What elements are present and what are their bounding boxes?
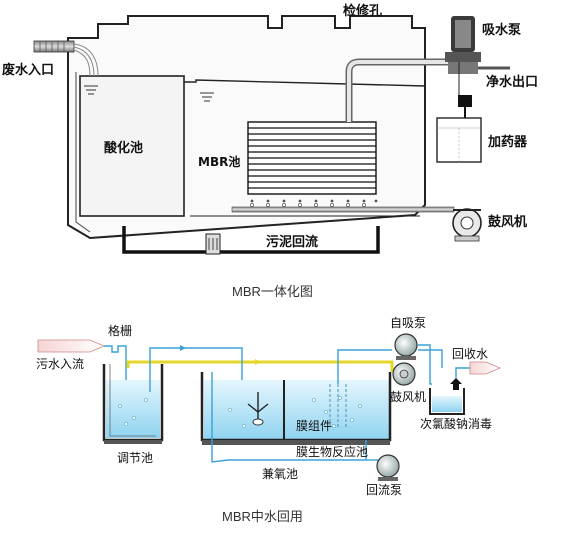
membrane-module-2 bbox=[329, 384, 347, 428]
label-membrane-module: 膜组件 bbox=[296, 419, 332, 433]
acidification-tank bbox=[79, 75, 185, 217]
label-membrane-bioreactor: 膜生物反应池 bbox=[296, 444, 368, 459]
label-reclaimed-water: 回收水 bbox=[452, 347, 488, 361]
mbr-integrated-diagram: 检修孔 吸水泵 废水入口 净水出口 酸化池 MBR池 加药器 鼓风机 污泥回流 … bbox=[2, 3, 538, 299]
label-wastewater-inlet: 废水入口 bbox=[2, 62, 54, 78]
label-acidification-tank: 酸化池 bbox=[104, 140, 143, 156]
sludge-return-pipe bbox=[122, 226, 380, 254]
sewage-inflow-arrow bbox=[37, 339, 106, 353]
wastewater-inlet-pipe bbox=[33, 40, 75, 53]
label-sewage-inflow: 污水入流 bbox=[36, 357, 84, 371]
label-clean-water-outlet: 净水出口 bbox=[486, 74, 538, 90]
sludge-return-pump-icon bbox=[205, 233, 221, 255]
stirrer-icon bbox=[247, 392, 269, 426]
label-adjusting-tank: 调节池 bbox=[117, 451, 153, 465]
label-sodium-hypochlorite: 次氯酸钠消毒 bbox=[420, 416, 492, 431]
suction-pump-icon bbox=[445, 16, 481, 74]
reclaimed-water-arrow bbox=[469, 361, 502, 375]
membrane-module bbox=[247, 121, 377, 195]
label-mbr-tank: MBR池 bbox=[198, 154, 240, 169]
label-anoxic-tank: 兼氧池 bbox=[262, 467, 298, 481]
caption-diagram1: MBR一体化图 bbox=[232, 284, 313, 299]
label-blower: 鼓风机 bbox=[488, 214, 527, 230]
adjusting-tank bbox=[102, 364, 164, 444]
label-grille: 格栅 bbox=[108, 323, 132, 338]
disinfection-tank bbox=[429, 388, 465, 415]
label-suction-pump: 吸水泵 bbox=[482, 22, 521, 38]
bioreactor-tanks bbox=[200, 372, 392, 445]
return-pump-icon bbox=[376, 454, 400, 481]
aeration-pipe bbox=[231, 206, 455, 213]
dosing-unit-icon bbox=[436, 62, 482, 163]
caption-diagram2: MBR中水回用 bbox=[222, 509, 303, 524]
yellow-transfer-pipe bbox=[126, 360, 380, 368]
return-pipe bbox=[211, 372, 367, 463]
mbr-reuse-diagram: 自吸泵 格栅 污水入流 回收水 鼓风机 膜组件 次氯酸钠消毒 调节池 膜生物反应… bbox=[36, 316, 502, 524]
label-blower-2: 鼓风机 bbox=[390, 390, 426, 404]
blower-2-icon bbox=[392, 362, 416, 386]
label-dosing-unit: 加药器 bbox=[487, 134, 528, 150]
label-sludge-return: 污泥回流 bbox=[266, 234, 318, 250]
label-inspection-hole: 检修孔 bbox=[343, 3, 382, 19]
label-self-priming-pump: 自吸泵 bbox=[390, 316, 426, 330]
label-return-pump: 回流泵 bbox=[366, 483, 402, 497]
up-arrow-icon bbox=[450, 378, 462, 390]
blower-icon bbox=[452, 208, 482, 242]
self-priming-pump-icon bbox=[394, 333, 418, 360]
